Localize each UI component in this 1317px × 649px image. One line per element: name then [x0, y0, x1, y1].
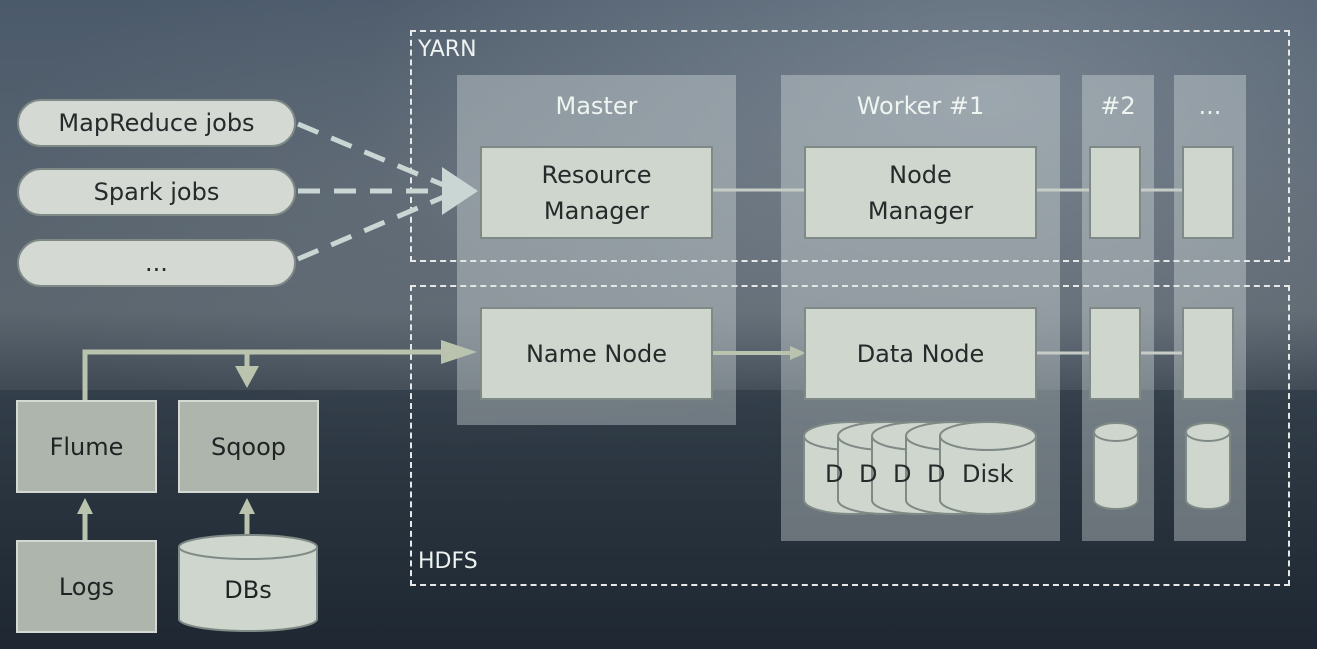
worker-more-yarn-box: [1182, 146, 1234, 239]
dbs-cylinder: [178, 534, 318, 632]
more-jobs-arrow-line: [297, 193, 447, 262]
yarn-label: YARN: [418, 37, 477, 62]
yarn-zone: [410, 30, 1290, 262]
worker2-yarn-box: [1089, 146, 1141, 239]
flume-route-line: [82, 349, 444, 402]
disk-label-3: D: [893, 460, 912, 488]
flume-arrowhead: [77, 498, 93, 514]
more-jobs-pill: ...: [17, 239, 296, 287]
name-node-arrowhead: [441, 340, 477, 364]
worker2-hdfs-box: [1089, 307, 1141, 400]
logs-box: Logs: [16, 540, 157, 633]
disk-label-5: Disk: [962, 460, 1014, 488]
node-manager-box: Node Manager: [804, 146, 1037, 239]
spark-jobs-pill: Spark jobs: [17, 168, 296, 216]
worker1-title: Worker #1: [856, 92, 985, 120]
disk-label-4: D: [927, 460, 946, 488]
master-title: Master: [555, 92, 638, 120]
resource-manager-box: Resource Manager: [480, 146, 713, 239]
worker-more-disk-cylinder: [1185, 422, 1231, 510]
mapreduce-jobs-pill: MapReduce jobs: [17, 99, 296, 147]
worker-more-title: ...: [1198, 92, 1222, 120]
jobs-arrowhead: [442, 167, 478, 215]
sqoop-up-arrowhead: [239, 498, 255, 514]
worker2-disk-cylinder: [1093, 422, 1139, 510]
mapreduce-arrow-line: [297, 121, 447, 189]
disk-cylinder-5: [939, 421, 1037, 515]
sqoop-arrowhead: [235, 366, 259, 388]
hdfs-zone: [410, 285, 1290, 586]
worker2-title: #2: [1100, 92, 1136, 120]
dbs-label: DBs: [224, 576, 272, 604]
hdfs-label: HDFS: [418, 549, 478, 574]
worker-more-hdfs-box: [1182, 307, 1234, 400]
data-node-box: Data Node: [804, 307, 1037, 400]
sqoop-box: Sqoop: [178, 400, 319, 493]
disk-label-2: D: [859, 460, 878, 488]
disk-label-1: D: [825, 460, 844, 488]
name-node-box: Name Node: [480, 307, 713, 400]
flume-box: Flume: [16, 400, 157, 493]
